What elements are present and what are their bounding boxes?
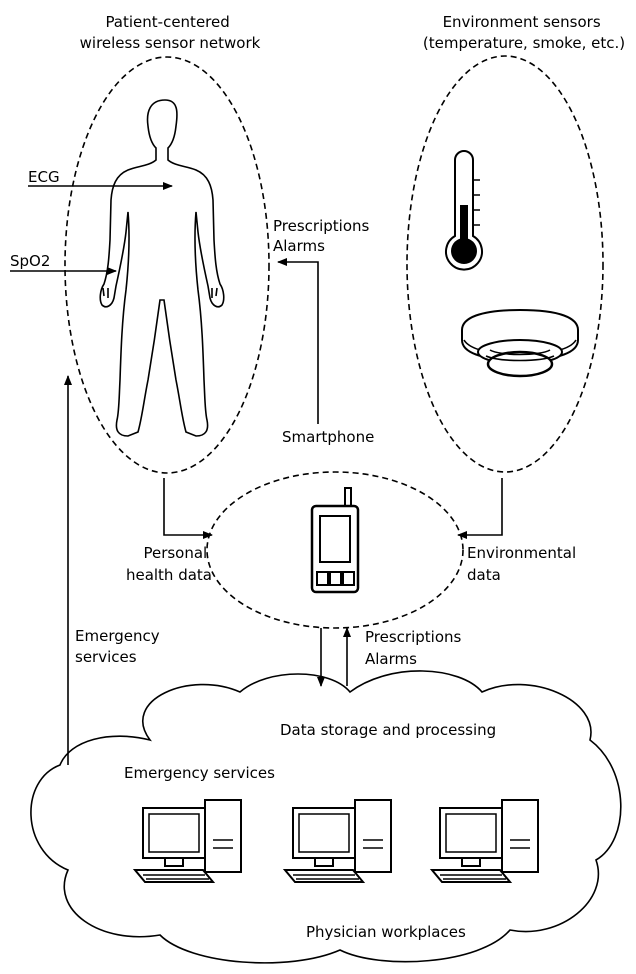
spo2-label: SpO2 <box>10 252 50 270</box>
data-storage-label: Data storage and processing <box>280 721 496 739</box>
workstation-icon <box>282 799 392 883</box>
environment-sensors-ellipse <box>406 55 604 473</box>
prescriptions-to-patient-label: Prescriptions Alarms <box>273 217 374 255</box>
prescriptions-to-patient-arrow <box>277 258 319 424</box>
prescriptions-from-cloud-label: Prescriptions Alarms <box>365 628 466 668</box>
environmental-data-arrow <box>457 478 503 539</box>
smartphone-icon <box>310 487 360 594</box>
thermometer-icon <box>445 150 483 271</box>
emergency-services-label: Emergency services <box>124 764 275 782</box>
ecg-label: ECG <box>28 168 60 186</box>
human-body-icon <box>99 99 225 437</box>
smartphone-label: Smartphone <box>282 428 374 446</box>
cloud-shape <box>30 670 622 964</box>
environmental-data-label: Environmental data <box>467 544 581 584</box>
smartphone-ellipse <box>206 471 464 629</box>
smoke-detector-icon <box>461 308 579 378</box>
personal-health-label: Personal health data <box>126 544 212 584</box>
emergency-services-flow-label: Emergency services <box>75 627 164 666</box>
workstation-icon <box>132 799 242 883</box>
personal-health-arrow <box>163 478 213 539</box>
physician-workplaces-label: Physician workplaces <box>306 923 466 941</box>
patient-network-title: Patient-centered wireless sensor network <box>80 13 261 52</box>
patient-network-ellipse <box>64 56 270 474</box>
environment-sensors-title: Environment sensors (temperature, smoke,… <box>423 13 625 52</box>
workstation-icon <box>429 799 539 883</box>
